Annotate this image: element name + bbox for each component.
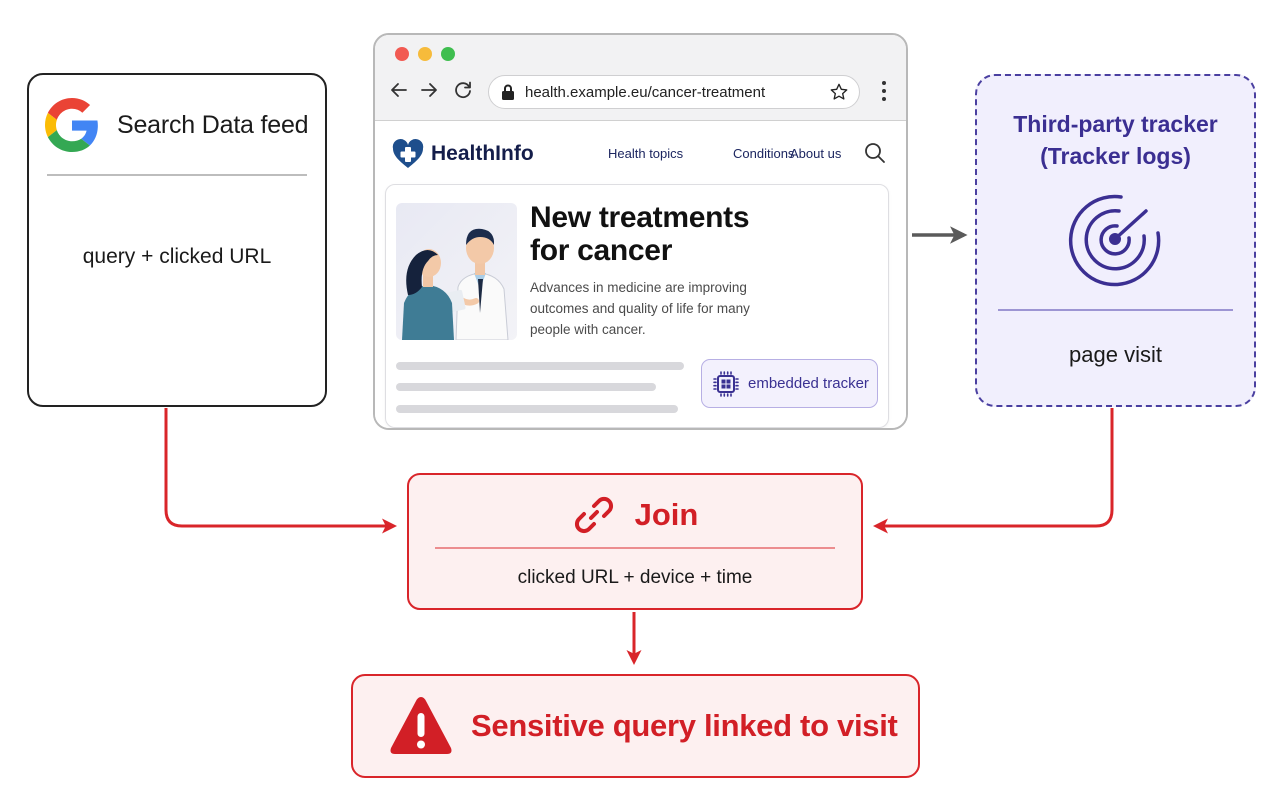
address-bar[interactable]: health.example.eu/cancer-treatment: [488, 75, 860, 109]
divider: [435, 547, 835, 549]
embedded-tracker-label: embedded tracker: [748, 375, 869, 392]
site-logo[interactable]: HealthInfo: [392, 139, 534, 169]
nav-health-topics[interactable]: Health topics: [608, 146, 684, 161]
tracker-title-line-2: (Tracker logs): [1040, 143, 1191, 169]
join-card: Join clicked URL + device + time: [407, 473, 863, 610]
placeholder-line: [396, 383, 656, 391]
article-card: New treatments for cancer Advances in me…: [385, 184, 889, 428]
back-arrow-icon: [391, 83, 407, 97]
embedded-tracker-badge: embedded tracker: [701, 359, 878, 408]
placeholder-line: [396, 405, 678, 413]
search-feed-content: query + clicked URL: [82, 245, 272, 268]
third-party-tracker-card: Third-party tracker (Tracker logs) page …: [975, 74, 1256, 407]
tracker-title: Third-party tracker (Tracker logs): [977, 108, 1254, 172]
url-text[interactable]: health.example.eu/cancer-treatment: [525, 83, 766, 101]
back-button[interactable]: [387, 78, 411, 102]
divider: [998, 309, 1233, 311]
nav-about-us[interactable]: About us: [790, 146, 842, 161]
browser-window: health.example.eu/cancer-treatment Healt…: [373, 33, 908, 430]
placeholder-line: [396, 362, 684, 370]
search-icon[interactable]: [864, 142, 886, 164]
minimize-window-button[interactable]: [418, 47, 432, 61]
link-icon: [574, 496, 613, 534]
reload-icon: [455, 81, 471, 99]
article-description: Advances in medicine are improving outco…: [530, 280, 750, 337]
search-data-feed-card: Search Data feed query + clicked URL: [27, 73, 327, 407]
reload-button[interactable]: [451, 78, 475, 102]
article-title-line-1: New treatments: [530, 201, 750, 234]
radar-target-icon: [1068, 194, 1161, 287]
site-brand: HealthInfo: [431, 142, 534, 165]
heart-cross-icon: [392, 139, 424, 168]
result-title: Sensitive query linked to visit: [471, 708, 898, 743]
doctor-patient-illustration: [396, 203, 517, 340]
tracker-content: page visit: [1069, 342, 1162, 367]
article-title: New treatments for cancer: [530, 201, 830, 267]
google-logo-icon: [45, 98, 98, 152]
browser-toolbar: health.example.eu/cancer-treatment: [375, 35, 906, 121]
sensitive-result-card: Sensitive query linked to visit: [351, 674, 920, 778]
join-content: clicked URL + device + time: [517, 567, 753, 588]
web-page: HealthInfo Health topics Conditions Abou…: [375, 122, 906, 428]
kebab-menu-icon[interactable]: [879, 79, 889, 103]
chip-icon: [713, 370, 739, 397]
warning-triangle-icon: [390, 697, 452, 754]
edge-search-to-join: [164, 408, 397, 534]
join-title: Join: [634, 497, 699, 532]
forward-button[interactable]: [417, 78, 441, 102]
edge-tracker-to-join: [873, 408, 1114, 534]
article-title-line-2: for cancer: [530, 234, 673, 267]
lock-icon: [502, 84, 514, 100]
close-window-button[interactable]: [395, 47, 409, 61]
nav-conditions[interactable]: Conditions: [733, 146, 795, 161]
maximize-window-button[interactable]: [441, 47, 455, 61]
bookmark-star-icon[interactable]: [829, 82, 849, 102]
tracker-title-line-1: Third-party tracker: [1013, 111, 1218, 137]
divider: [47, 174, 307, 176]
forward-arrow-icon: [421, 83, 437, 97]
search-feed-title: Search Data feed: [117, 110, 309, 139]
